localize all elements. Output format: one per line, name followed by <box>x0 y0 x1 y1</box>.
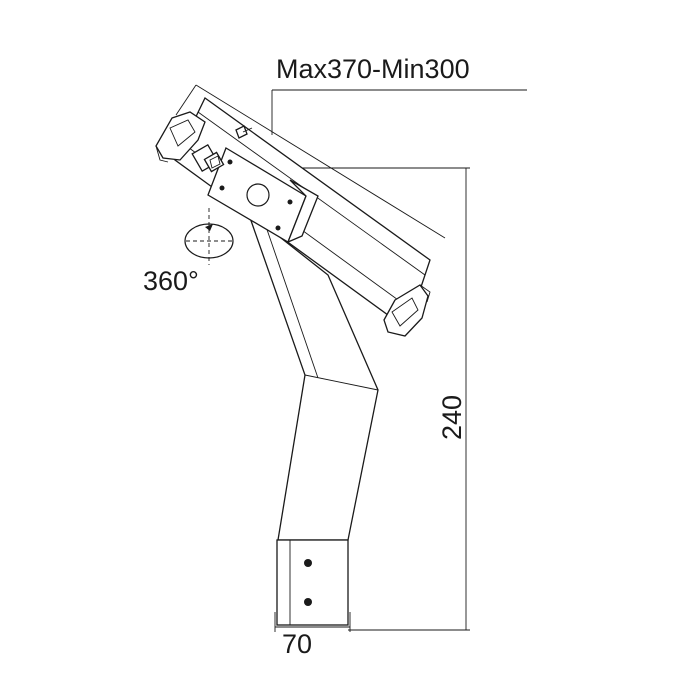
pivot-hole <box>246 183 270 207</box>
base-plate <box>276 539 349 626</box>
width-range-label: Max370-Min300 <box>276 54 470 84</box>
width-dimension: Max370-Min300 <box>175 54 527 239</box>
rotation-label: 360° <box>143 266 199 296</box>
locking-knob <box>191 125 253 173</box>
base-width-dimension: 70 <box>274 612 351 659</box>
base-width-label: 70 <box>282 629 312 659</box>
mount-screw-4 <box>275 225 281 231</box>
left-clamp-jaw <box>155 111 206 163</box>
mount-screw-1 <box>227 159 233 165</box>
center-mount-block <box>207 147 319 244</box>
mount-screw-2 <box>287 199 293 205</box>
base-bolt-top <box>304 559 312 567</box>
right-clamp-jaw <box>383 284 431 337</box>
mount-screw-3 <box>219 185 225 191</box>
rotation-indicator: 360° <box>143 208 234 296</box>
height-dimension: 240 <box>300 167 470 631</box>
height-label: 240 <box>437 395 467 440</box>
base-bolt-bottom <box>304 598 312 606</box>
